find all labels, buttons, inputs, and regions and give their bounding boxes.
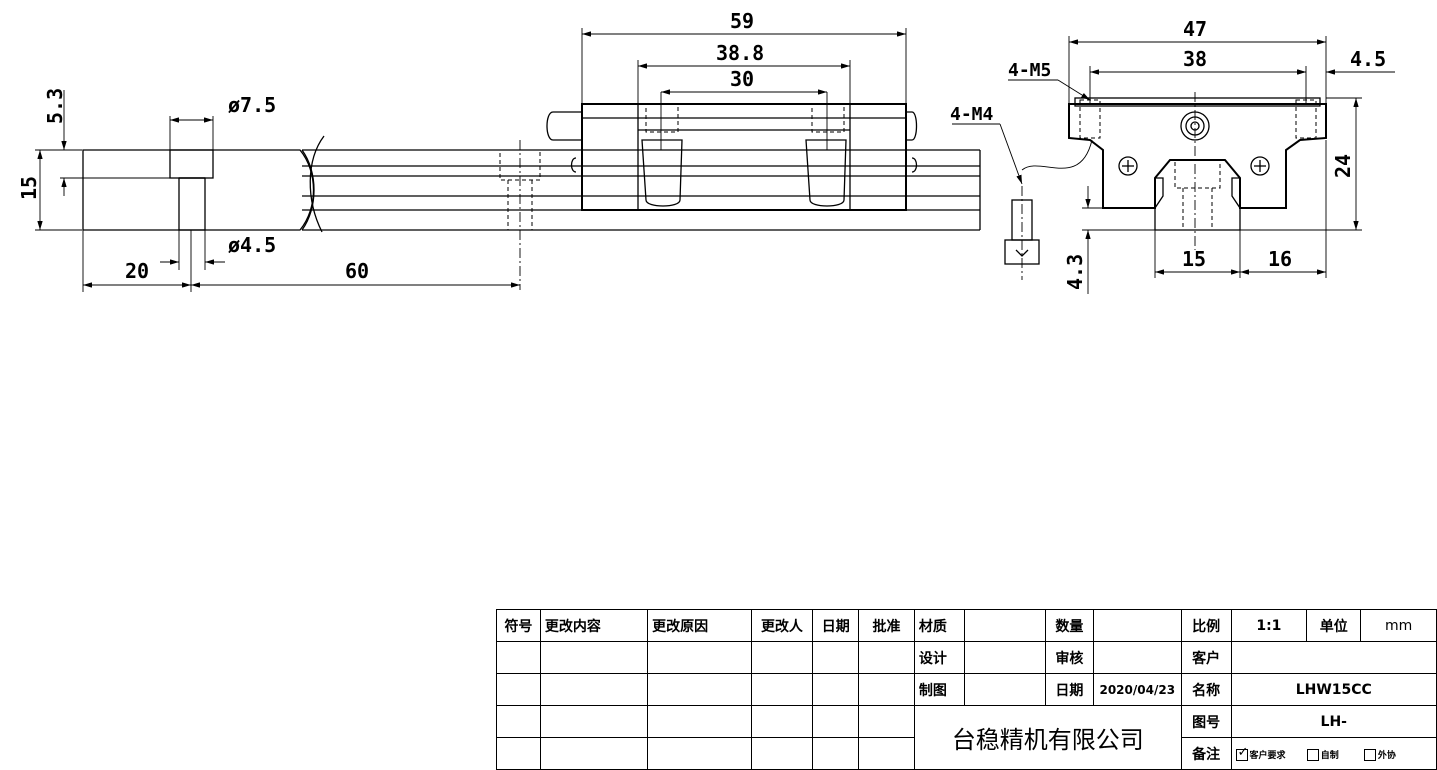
- dim-16: 16: [1268, 247, 1292, 271]
- unit-value: mm: [1360, 609, 1437, 642]
- rev-header-reason: 更改原因: [647, 609, 752, 642]
- dim-20: 20: [125, 259, 149, 283]
- quantity-value: [1092, 609, 1182, 642]
- rev-cell: [812, 673, 860, 706]
- rev-header-date: 日期: [812, 609, 860, 642]
- drawing-no-value: LH-: [1230, 705, 1437, 738]
- customer-value: [1230, 641, 1437, 674]
- dim-38-8: 38.8: [716, 41, 764, 65]
- checkbox-icon[interactable]: [1306, 749, 1319, 761]
- carriage-end-view: [1004, 92, 1327, 280]
- name-value: LHW15CC: [1230, 673, 1437, 706]
- rev-cell: [647, 705, 752, 738]
- rev-cell: [496, 737, 541, 770]
- remark-label: 备注: [1180, 737, 1232, 770]
- dim-30: 30: [730, 67, 754, 91]
- title-block: 符号 更改内容 更改原因 更改人 日期 批准 材质 数量 比例 1:1 单位 m…: [496, 609, 1437, 770]
- rev-cell: [858, 705, 915, 738]
- dim-59: 59: [730, 9, 754, 33]
- rev-header-person: 更改人: [750, 609, 814, 642]
- rev-cell: [858, 673, 915, 706]
- rev-cell: [812, 737, 860, 770]
- rev-cell: [496, 673, 541, 706]
- rev-header-approve: 批准: [858, 609, 915, 642]
- dimension-lines: [35, 28, 1395, 294]
- remark-option-self-made[interactable]: 自制: [1306, 749, 1342, 761]
- design-value: [963, 641, 1046, 674]
- scale-value: 1:1: [1230, 609, 1308, 642]
- rev-cell: [858, 641, 915, 674]
- quantity-label: 数量: [1044, 609, 1094, 642]
- dim-15-rail: 15: [1182, 247, 1206, 271]
- checkbox-icon[interactable]: [1363, 749, 1376, 761]
- dim-5-3: 5.3: [43, 88, 67, 124]
- review-value: [1092, 641, 1182, 674]
- rev-cell: [750, 705, 814, 738]
- thread-label-m4: 4-M4: [950, 104, 994, 125]
- rev-header-symbol: 符号: [496, 609, 541, 642]
- company-name: 台稳精机有限公司: [913, 705, 1182, 770]
- rev-cell: [647, 673, 752, 706]
- engineering-drawing: 5.3 15 ø7.5 ø4.5 20 60 59 38.8 30 47 38 …: [17, 9, 1395, 294]
- dim-24: 24: [1331, 154, 1355, 178]
- remark-options: ✓客户要求 自制 外协: [1230, 737, 1437, 770]
- date-label: 日期: [1044, 673, 1094, 706]
- design-label: 设计: [913, 641, 965, 674]
- rev-cell: [647, 641, 752, 674]
- rev-cell: [539, 673, 649, 706]
- drafter-value: [963, 673, 1046, 706]
- remark-option-customer[interactable]: ✓客户要求: [1235, 745, 1286, 761]
- carriage-side-view: [546, 92, 918, 211]
- rev-cell: [539, 641, 649, 674]
- dim-15-height: 15: [17, 176, 41, 200]
- rev-cell: [858, 737, 915, 770]
- material-value: [963, 609, 1046, 642]
- unit-label: 单位: [1306, 609, 1362, 642]
- rev-cell: [496, 705, 541, 738]
- rev-cell: [539, 737, 649, 770]
- material-label: 材质: [913, 609, 965, 642]
- dim-60: 60: [345, 259, 369, 283]
- review-label: 审核: [1044, 641, 1094, 674]
- rev-header-content: 更改内容: [539, 609, 649, 642]
- rev-cell: [647, 737, 752, 770]
- name-label: 名称: [1180, 673, 1232, 706]
- drawing-no-label: 图号: [1180, 705, 1232, 738]
- dim-38: 38: [1183, 47, 1207, 71]
- checkbox-checked-icon[interactable]: ✓: [1235, 745, 1249, 761]
- dim-phi-4-5: ø4.5: [228, 233, 276, 257]
- dim-4-5: 4.5: [1350, 47, 1386, 71]
- drafter-label: 制图: [913, 673, 965, 706]
- date-value: 2020/04/23: [1092, 673, 1182, 706]
- thread-label-m5: 4-M5: [1008, 60, 1051, 81]
- rev-cell: [750, 673, 814, 706]
- rev-cell: [496, 641, 541, 674]
- rev-cell: [750, 737, 814, 770]
- scale-label: 比例: [1180, 609, 1232, 642]
- dim-47: 47: [1183, 17, 1207, 41]
- rev-cell: [812, 705, 860, 738]
- dim-phi-7-5: ø7.5: [228, 93, 276, 117]
- rev-cell: [539, 705, 649, 738]
- rev-cell: [750, 641, 814, 674]
- dimension-labels: 5.3 15 ø7.5 ø4.5 20 60 59 38.8 30 47 38 …: [17, 9, 1386, 290]
- dim-4-3: 4.3: [1063, 254, 1087, 290]
- rev-cell: [812, 641, 860, 674]
- customer-label: 客户: [1180, 641, 1232, 674]
- remark-option-outsourced[interactable]: 外协: [1363, 749, 1396, 761]
